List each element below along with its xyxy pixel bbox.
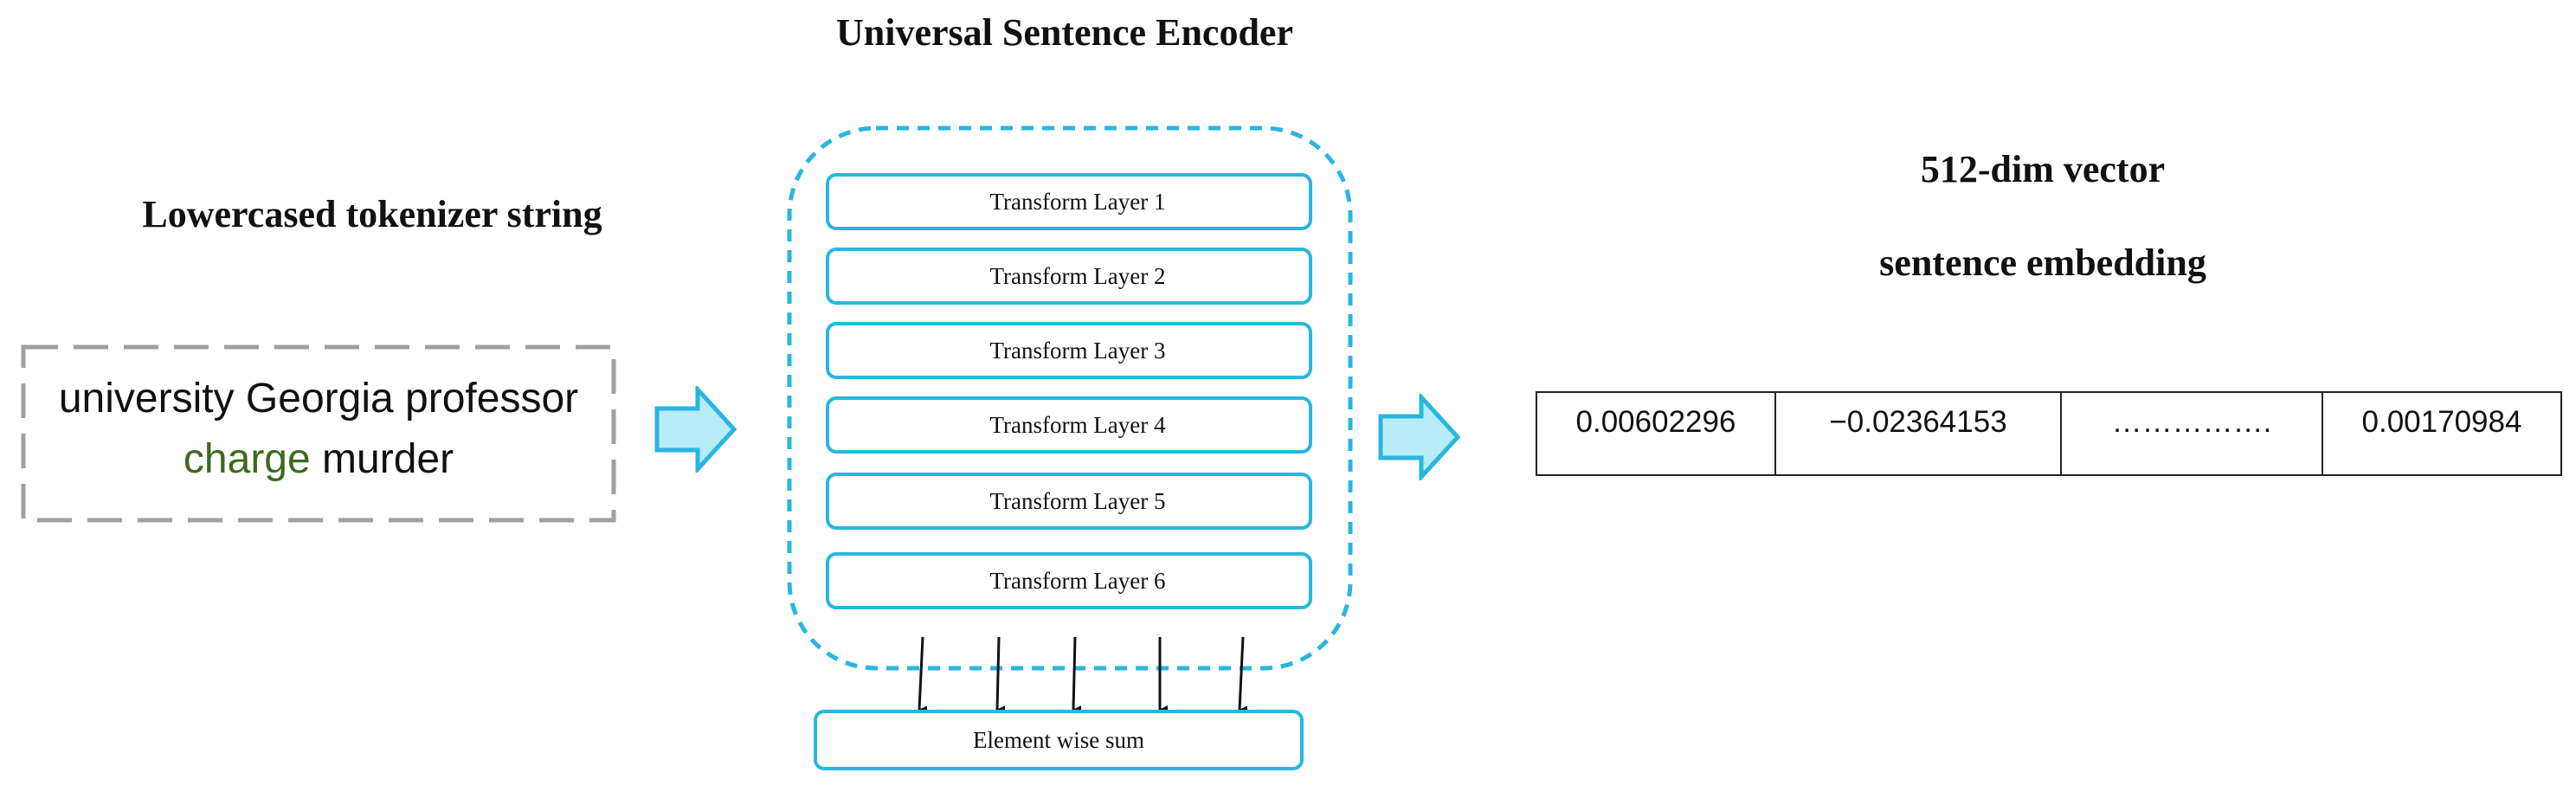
sum-arrow-5 — [1238, 636, 1248, 715]
transform-layer-2-label: Transform Layer 2 — [989, 262, 1166, 289]
transform-layer-4: Transform Layer 4 — [826, 396, 1312, 454]
output-title-vector: 512-dim vector — [1920, 148, 2166, 190]
input-heading: Lowercased tokenizer string — [142, 193, 602, 235]
sum-arrow-1 — [918, 636, 928, 715]
transform-layer-4-label: Transform Layer 4 — [989, 411, 1166, 438]
vector-cell: 0.00170984 — [2322, 391, 2562, 476]
input-text: university Georgia professor charge murd… — [21, 369, 616, 490]
input-box-border — [21, 344, 616, 523]
transform-layer-6-label: Transform Layer 6 — [989, 567, 1166, 594]
transform-layer-6: Transform Layer 6 — [826, 552, 1312, 609]
transform-layer-2: Transform Layer 2 — [826, 248, 1312, 305]
transform-layer-1: Transform Layer 1 — [826, 173, 1312, 230]
element-wise-sum-label: Element wise sum — [973, 726, 1144, 753]
sum-arrow-2 — [995, 636, 1006, 715]
right-block-arrow-icon — [654, 386, 737, 473]
sum-arrow-3 — [1072, 636, 1082, 715]
right-block-arrow-icon — [1378, 394, 1461, 480]
embedding-vector-row: 0.00602296 −0.02364153 ……………. 0.00170984 — [1536, 391, 2562, 476]
input-text-before: university Georgia professor — [58, 376, 579, 422]
output-title-embedding: sentence embedding — [1879, 241, 2206, 284]
embedding-vector-table: 0.00602296 −0.02364153 ……………. 0.00170984 — [1536, 391, 2562, 476]
transform-layer-3-label: Transform Layer 3 — [989, 337, 1166, 364]
element-wise-sum-box: Element wise sum — [814, 710, 1304, 770]
encoder-dashed-outline — [787, 125, 1353, 671]
vector-cell: 0.00602296 — [1536, 391, 1776, 476]
encoder-title: Universal Sentence Encoder — [836, 11, 1293, 54]
transform-layer-5: Transform Layer 5 — [826, 473, 1312, 530]
transform-layer-1-label: Transform Layer 1 — [989, 188, 1166, 215]
vector-cell: ……………. — [2060, 391, 2323, 476]
input-text-highlight: charge — [183, 436, 311, 482]
input-text-box: university Georgia professor charge murd… — [21, 344, 616, 523]
transform-layer-3: Transform Layer 3 — [826, 322, 1312, 379]
transform-layer-5-label: Transform Layer 5 — [989, 487, 1166, 514]
vector-cell: −0.02364153 — [1774, 391, 2062, 476]
input-text-after: murder — [310, 436, 454, 482]
sum-input-arrows — [918, 636, 1248, 715]
